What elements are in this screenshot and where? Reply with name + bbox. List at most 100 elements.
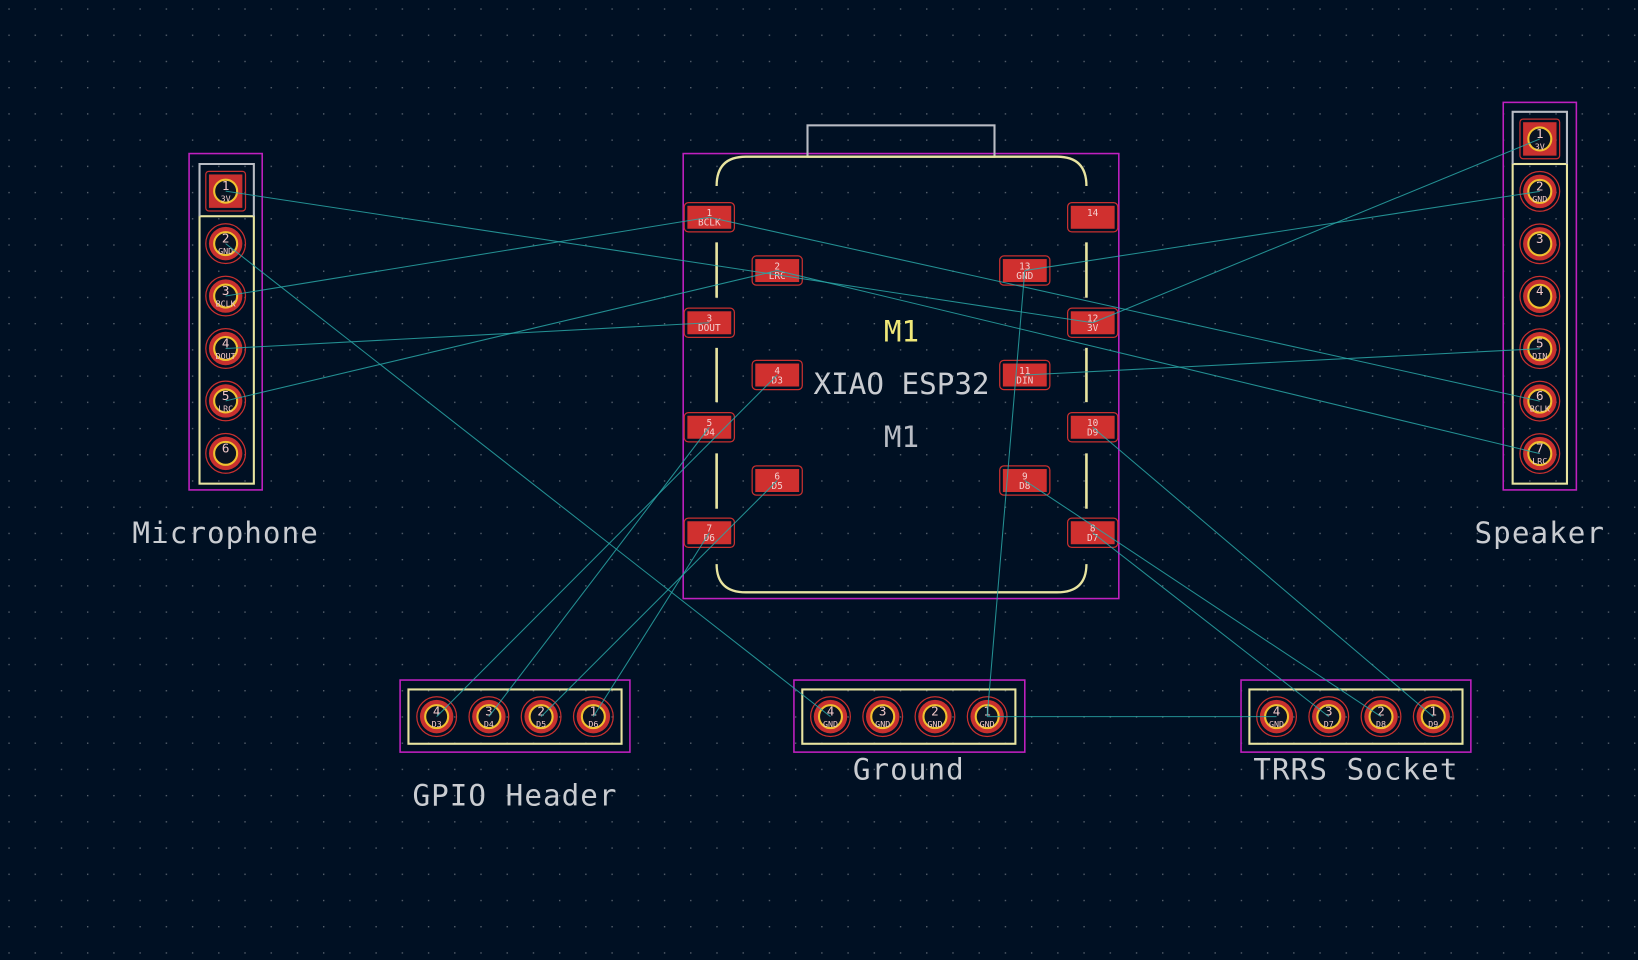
ratsnest-line <box>1092 532 1330 718</box>
pad-clearance <box>205 223 247 265</box>
microphone-pin1-marker <box>198 162 255 217</box>
pad-clearance <box>1066 202 1119 233</box>
pad-clearance <box>862 696 904 738</box>
ratsnest-line <box>1024 190 1540 272</box>
ratsnest-line <box>225 243 831 718</box>
gpio-label: GPIO Header <box>412 778 617 812</box>
ratsnest-line <box>225 216 710 297</box>
pad-number: 3 <box>485 704 493 719</box>
pad-clearance <box>914 696 956 738</box>
pad-net-name: LRC <box>769 271 786 282</box>
pad-number: 5 <box>222 388 230 403</box>
module-courtyard <box>682 152 1120 600</box>
ratsnest-line <box>1024 348 1540 376</box>
pad-clearance <box>205 170 247 212</box>
ratsnest-line <box>592 532 710 717</box>
microphone-label: Microphone <box>132 516 318 550</box>
pad-net-name: GND <box>875 719 890 729</box>
pad-number: 3 <box>1536 231 1544 246</box>
pad-net-name: BCLK <box>1530 404 1550 414</box>
pad-3[interactable]: 3 <box>1519 223 1561 265</box>
pad-clearance <box>468 696 510 738</box>
drill-hole <box>922 704 948 730</box>
pad-net-name: D5 <box>536 719 546 729</box>
ratsnest <box>225 138 1541 718</box>
pad-number: 1 <box>222 178 230 193</box>
drill-hole <box>213 440 239 466</box>
pad-net-name: D4 <box>704 428 716 439</box>
speaker-courtyard <box>1502 101 1578 491</box>
pad-number: 1 <box>706 208 712 219</box>
pad-clearance <box>999 359 1051 391</box>
drill-hole <box>1527 231 1553 257</box>
pad-net-name: LRC <box>218 403 233 413</box>
pad-6[interactable]: 6 <box>205 432 247 474</box>
pad-clearance <box>683 307 736 339</box>
pad-net-name: DOUT <box>216 351 236 361</box>
pad-number: 12 <box>1087 314 1098 325</box>
pad-net-name: BCLK <box>698 218 721 229</box>
module-pad-14[interactable]: 14 <box>1066 202 1119 233</box>
pad-net-name: GND <box>927 719 942 729</box>
pad-4[interactable]: 4 <box>1519 275 1561 317</box>
pad-number: 6 <box>774 471 780 482</box>
ratsnest-line <box>1024 480 1382 718</box>
ratsnest-line <box>488 426 710 717</box>
pad-clearance <box>416 696 458 738</box>
module-pad-4[interactable]: 4D3 <box>751 359 803 391</box>
pad-clearance <box>1519 170 1561 212</box>
pad-clearance <box>1066 517 1119 549</box>
pad-clearance <box>572 696 614 738</box>
pad-net-name: GND <box>1016 271 1033 282</box>
pad-clearance <box>810 696 851 738</box>
pad-number: 2 <box>931 704 939 719</box>
pad-clearance <box>205 275 247 317</box>
pad-net-name: 3V <box>1535 141 1545 151</box>
pad-number: 4 <box>222 335 230 350</box>
pad-net-name: D7 <box>1087 533 1098 544</box>
pad-number: 5 <box>706 418 712 429</box>
pad-net-name: D3 <box>772 375 783 386</box>
pad-number: 1 <box>1429 704 1437 719</box>
pad-number: 7 <box>706 524 712 535</box>
pad-clearance <box>683 202 736 233</box>
pad-net-name: GND <box>1269 719 1284 729</box>
pad-clearance <box>751 359 803 391</box>
pad-clearance <box>1519 223 1561 265</box>
pad-net-name: D7 <box>1324 719 1334 729</box>
pad-number: 4 <box>433 704 441 719</box>
module-value: XIAO ESP32 <box>814 367 990 401</box>
pad-net-name: D6 <box>704 533 716 544</box>
ratsnest-line <box>709 216 1540 402</box>
pad-net-name: LRC <box>1532 456 1547 466</box>
module-silkscreen <box>715 155 1088 594</box>
pad-number: 2 <box>774 262 780 273</box>
gpio-silkscreen <box>407 688 623 745</box>
module-silk-sides <box>715 242 1088 509</box>
module-ref-fab: M1 <box>884 420 919 454</box>
pad-net-name: D8 <box>1376 719 1386 729</box>
pad-clearance <box>1519 380 1561 422</box>
pad-number: 4 <box>1273 704 1281 719</box>
pad-clearance <box>205 380 247 422</box>
speaker-silkscreen <box>1511 162 1569 485</box>
pad-number: 4 <box>774 366 780 377</box>
pad-net-name: D9 <box>1428 719 1438 729</box>
pad-clearance <box>1066 411 1119 443</box>
pad-net-name: GND <box>823 719 838 729</box>
pad-number: 6 <box>222 440 230 455</box>
pad-copper <box>1070 205 1115 229</box>
pad-net-name: D9 <box>1087 428 1099 439</box>
pad-net-name: DOUT <box>698 323 721 334</box>
pad-net-name: D3 <box>432 719 442 729</box>
pad-clearance <box>751 255 803 286</box>
